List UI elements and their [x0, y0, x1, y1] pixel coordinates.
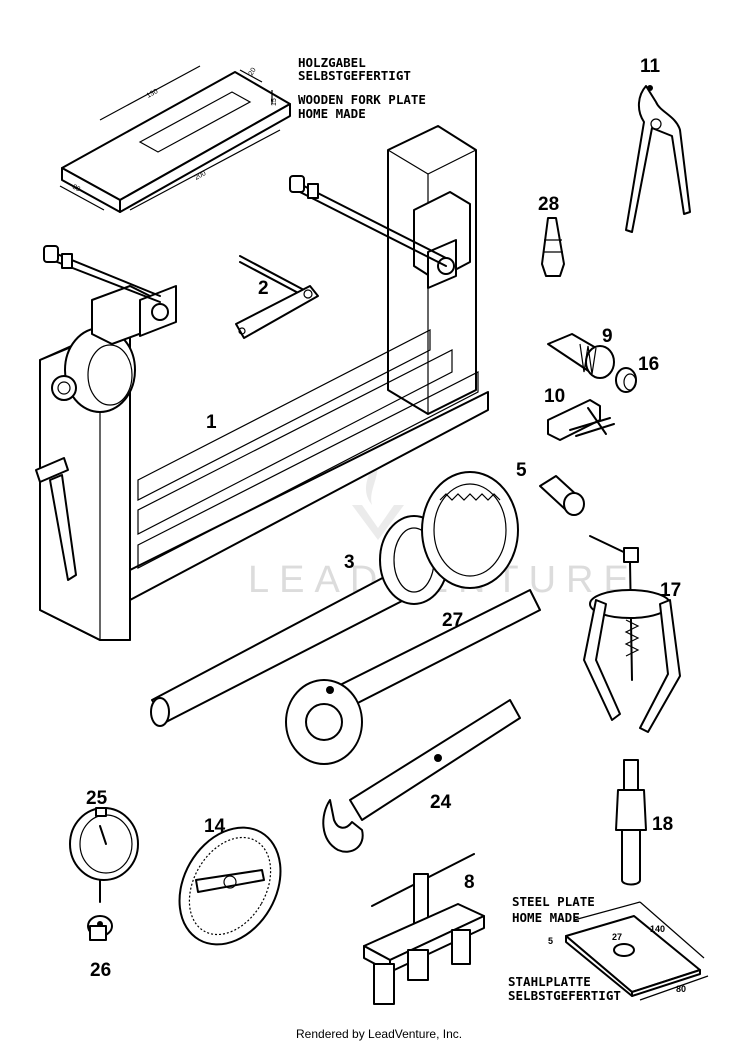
dim-steel-140: 140	[650, 924, 665, 934]
part-5-sleeve-drawing	[539, 475, 585, 516]
wooden-note-en-line1: WOODEN FORK PLATE	[298, 92, 426, 107]
wooden-note-de-line1: HOLZGABEL	[298, 55, 366, 70]
callout-17: 17	[660, 580, 681, 601]
part-10-plate-drawing	[547, 399, 615, 441]
callout-2: 2	[258, 278, 269, 299]
part-18-slide-hammer-drawing	[615, 759, 647, 886]
part-27-spanner-drawing	[285, 589, 541, 765]
dim-steel-80: 80	[676, 984, 686, 994]
part-2-bracket-drawing	[235, 255, 319, 339]
callout-10: 10	[544, 386, 565, 407]
steel-note-en-line1: STEEL PLATE	[512, 894, 595, 909]
callout-18: 18	[652, 814, 673, 835]
callout-27: 27	[442, 610, 463, 631]
part-17-puller-drawing	[583, 535, 681, 733]
part-3-holder-drawing	[150, 471, 519, 727]
dim-80: 80	[71, 184, 81, 194]
callout-24: 24	[430, 792, 452, 813]
wooden-note-en-line2: HOME MADE	[298, 106, 366, 121]
part-28-tube-drawing	[541, 217, 565, 277]
steel-note-de-line2: SELBSTGEFERTIGT	[508, 988, 621, 1003]
callout-26: 26	[90, 960, 111, 981]
callout-8: 8	[464, 872, 475, 893]
part-14-degree-disc-drawing	[178, 826, 282, 946]
callout-3: 3	[344, 552, 355, 573]
steel-note-en-line2: HOME MADE	[512, 910, 580, 925]
steel-plate-drawing	[565, 901, 709, 1001]
part-1-fork-stand-drawing	[35, 125, 489, 641]
dim-20: 20	[248, 67, 258, 77]
callout-14: 14	[204, 816, 226, 837]
part-9-insert-drawing	[547, 333, 615, 379]
dim-130: 130	[146, 88, 160, 100]
callout-9: 9	[602, 326, 613, 347]
wooden-note-de-line2: SELBSTGEFERTIGT	[298, 68, 411, 83]
dim-steel-5: 5	[548, 936, 553, 946]
part-8-press-tool-drawing	[363, 853, 485, 1005]
part-24-hook-spanner-drawing	[322, 699, 521, 853]
part-26-adapter-drawing	[87, 915, 113, 941]
part-16-ring-drawing	[615, 367, 637, 393]
footer-credit: Rendered by LeadVenture, Inc.	[296, 1027, 462, 1041]
wooden-fork-plate-drawing	[59, 65, 291, 213]
callout-28: 28	[538, 194, 559, 215]
callout-5: 5	[516, 460, 527, 481]
callout-16: 16	[638, 354, 659, 375]
callout-11: 11	[640, 56, 661, 77]
callout-1: 1	[206, 412, 217, 433]
part-11-pliers-drawing	[625, 85, 691, 233]
part-25-dial-gauge-drawing	[69, 807, 139, 903]
steel-note-de-line1: STAHLPLATTE	[508, 974, 591, 989]
dim-15: 15	[271, 98, 278, 106]
dim-200: 200	[194, 170, 208, 182]
dim-steel-27: 27	[612, 932, 622, 942]
callout-25: 25	[86, 788, 108, 809]
